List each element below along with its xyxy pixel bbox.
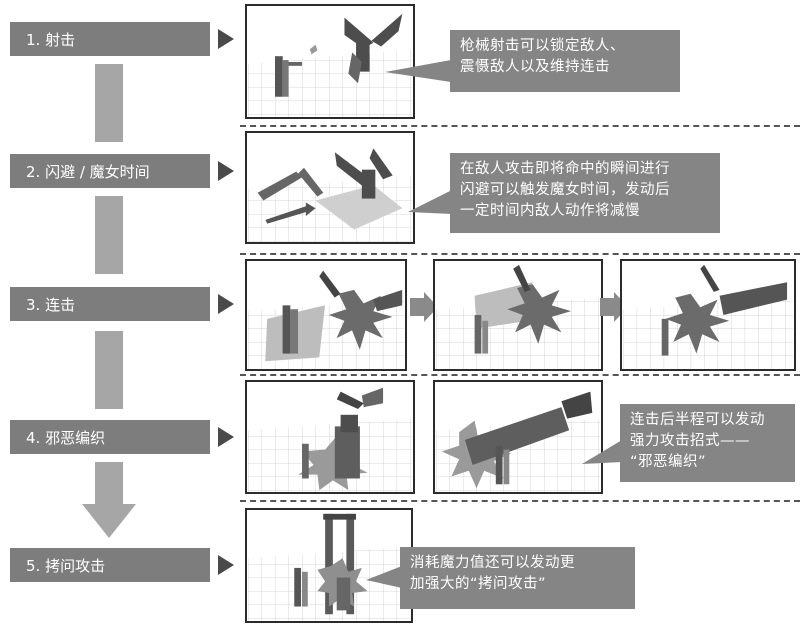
separator — [240, 125, 800, 127]
pointer-arrow-icon — [218, 161, 234, 181]
heroine-figure — [495, 445, 510, 485]
pointer-arrow-icon — [218, 29, 234, 49]
pointer-arrow-icon — [218, 294, 234, 314]
flow-connector — [95, 196, 123, 274]
note-wicked-weave: 连击后半程可以发动 强力攻击招式—— “邪恶编织” — [620, 404, 795, 482]
step-label-torture-attack: 5. 拷问攻击 — [10, 548, 210, 582]
scene-torture-attack — [245, 508, 413, 623]
note-pointer — [385, 60, 451, 82]
heroine-figure — [474, 315, 489, 354]
separator — [240, 374, 800, 376]
impact-burst-icon — [665, 293, 730, 354]
scene-combo-2 — [433, 259, 603, 371]
flow-connector — [95, 64, 123, 142]
flow-connector — [95, 331, 123, 409]
heroine-figure — [257, 167, 324, 201]
impact-burst-icon — [507, 284, 572, 344]
note-shooting: 枪械射击可以锁定敌人、 震慑敌人以及维持连击 — [450, 30, 680, 92]
scene-combo-1 — [245, 259, 407, 371]
step-label-combo: 3. 连击 — [10, 287, 210, 321]
flow-connector — [95, 462, 123, 506]
scene-shooting — [245, 4, 415, 119]
note-torture-attack: 消耗魔力值还可以发动更 加强大的“拷问攻击” — [400, 547, 635, 609]
note-pointer — [582, 440, 622, 464]
impact-burst-icon — [298, 436, 368, 491]
heroine-figure — [302, 443, 309, 479]
flow-right-arrow-icon — [410, 292, 438, 322]
heroine-figure — [294, 567, 308, 607]
heroine-figure — [282, 305, 299, 354]
scene-wicked-weave-1 — [245, 380, 415, 494]
scene-dodge — [245, 131, 415, 244]
flow-down-arrow-icon — [82, 504, 136, 538]
note-pointer — [366, 566, 402, 588]
pointer-arrow-icon — [218, 427, 234, 447]
enemy-figure — [344, 13, 403, 84]
scene-combo-3 — [620, 259, 796, 371]
heroine-figure — [661, 318, 669, 356]
scene-wicked-weave-2 — [433, 380, 603, 494]
separator — [240, 500, 800, 502]
note-dodge: 在敌人攻击即将命中的瞬间进行 闪避可以触发魔女时间，发动后 一定时间内敌人动作将… — [450, 153, 720, 233]
separator — [240, 253, 800, 255]
step-label-wicked-weave: 4. 邪恶编织 — [10, 420, 210, 454]
enemy-figure — [334, 148, 393, 199]
step-label-dodge: 2. 闪避 / 魔女时间 — [10, 154, 210, 188]
pointer-arrow-icon — [218, 555, 234, 575]
heroine-figure — [274, 56, 303, 97]
note-pointer — [408, 190, 452, 214]
impact-burst-icon — [328, 289, 393, 350]
step-label-shooting: 1. 射击 — [10, 22, 210, 56]
